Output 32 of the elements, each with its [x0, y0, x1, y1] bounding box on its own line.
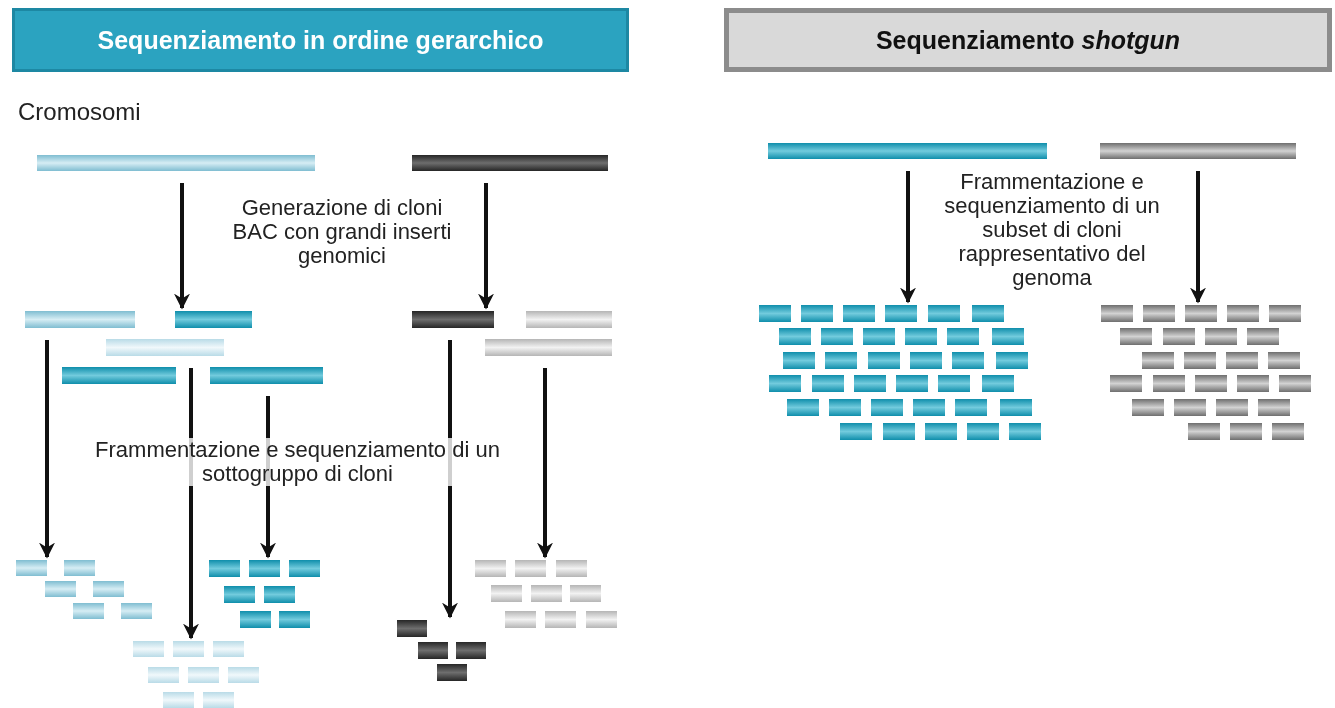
- bac-clone-bar: [210, 367, 323, 384]
- dna-fragments-drawing: [759, 305, 1041, 440]
- chromosome-bar: [412, 155, 608, 171]
- section-header-band: [12, 8, 629, 72]
- dna-fragments-drawing: [133, 641, 259, 708]
- dna-fragments-drawing: [209, 560, 320, 628]
- bac-clone-bar: [412, 311, 494, 328]
- bac-clone-bar: [62, 367, 176, 384]
- bac-clone-bar: [175, 311, 252, 328]
- bac-clone-bar: [25, 311, 135, 328]
- arrow: [174, 183, 190, 310]
- dna-fragments-drawing: [16, 560, 152, 619]
- bac-clone-bar: [106, 339, 224, 356]
- arrow: [39, 340, 55, 559]
- section-label: Cromosomi: [18, 100, 142, 124]
- dna-fragments-drawing: [475, 560, 617, 628]
- header-text: Sequenziamento shotgun: [875, 25, 1181, 55]
- step-description: Generazione di cloni BAC con grandi inserti genomici: [231, 196, 453, 268]
- bac-clone-bar: [485, 339, 612, 356]
- chromosome-bar: [37, 155, 315, 171]
- bac-clone-bar: [526, 311, 612, 328]
- section-header-band: [724, 8, 1332, 72]
- arrow: [1190, 171, 1206, 304]
- chromosome-bar: [1100, 143, 1296, 159]
- arrow: [537, 368, 553, 559]
- chromosome-bar: [768, 143, 1047, 159]
- step-description: Frammentazione e sequenziamento di un subset di cloni rappresentativo del genoma: [943, 170, 1161, 290]
- arrow: [478, 183, 494, 310]
- header-text: Sequenziamento in ordine gerarchico: [97, 25, 544, 55]
- dna-fragments-drawing: [1101, 305, 1311, 440]
- arrow: [900, 171, 916, 304]
- dna-fragments-drawing: [397, 620, 486, 681]
